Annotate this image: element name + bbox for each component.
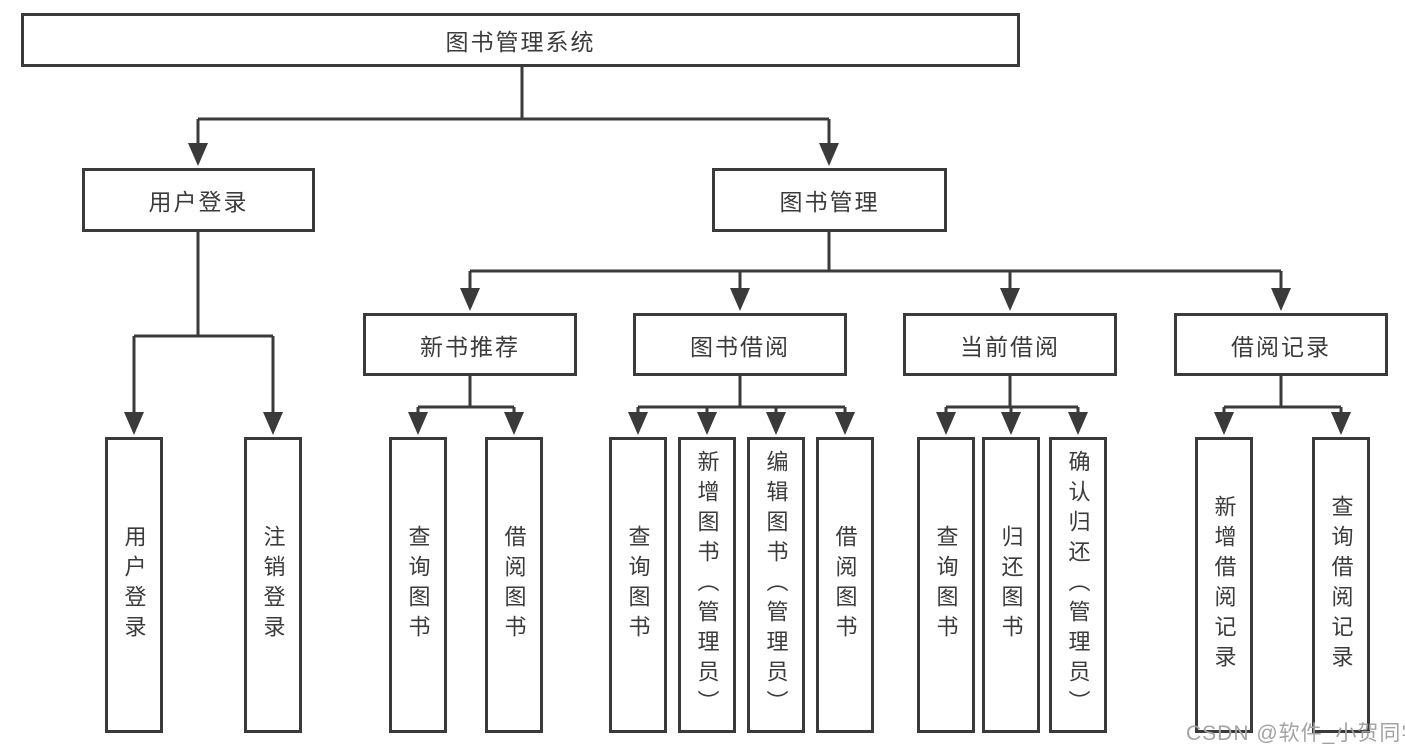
node-label: 确认归还（管理员） bbox=[1065, 450, 1091, 720]
node-user-login: 用户登录 bbox=[82, 168, 315, 232]
leaf-query-books-recommend: 查询图书 bbox=[389, 437, 447, 733]
leaf-query-books-borrow: 查询图书 bbox=[609, 437, 667, 733]
node-label: 用户登录 bbox=[121, 525, 147, 645]
leaf-borrow-books: 借阅图书 bbox=[816, 437, 874, 733]
leaf-query-books-current: 查询图书 bbox=[917, 437, 975, 733]
node-label: 新增图书（管理员） bbox=[694, 450, 720, 720]
leaf-edit-books-admin: 编辑图书（管理员） bbox=[747, 437, 805, 733]
node-book-borrow: 图书借阅 bbox=[633, 313, 847, 376]
leaf-add-books-admin: 新增图书（管理员） bbox=[678, 437, 736, 733]
leaf-logout: 注销登录 bbox=[244, 437, 302, 733]
node-label: 查询图书 bbox=[625, 525, 651, 645]
csdn-watermark: CSDN @软件_小贺同学 bbox=[1186, 722, 1405, 745]
node-label: 借阅图书 bbox=[501, 525, 527, 645]
leaf-borrow-books-recommend: 借阅图书 bbox=[485, 437, 543, 733]
node-borrow-record: 借阅记录 bbox=[1174, 313, 1388, 376]
arrowheads bbox=[124, 143, 1351, 435]
node-root-library-system: 图书管理系统 bbox=[21, 13, 1020, 67]
node-label: 借阅记录 bbox=[1231, 333, 1331, 360]
node-book-management: 图书管理 bbox=[712, 168, 947, 232]
leaf-query-borrow-record: 查询借阅记录 bbox=[1312, 437, 1370, 733]
node-label: 查询图书 bbox=[933, 525, 959, 645]
node-label: 编辑图书（管理员） bbox=[763, 450, 789, 720]
leaf-confirm-return-admin: 确认归还（管理员） bbox=[1049, 437, 1107, 733]
node-label: 用户登录 bbox=[148, 189, 249, 215]
node-label: 借阅图书 bbox=[832, 525, 858, 645]
node-label: 当前借阅 bbox=[960, 333, 1060, 360]
node-label: 查询图书 bbox=[405, 525, 431, 645]
node-label: 图书管理 bbox=[779, 189, 880, 215]
node-label: 新书推荐 bbox=[420, 333, 520, 360]
node-current-borrow: 当前借阅 bbox=[903, 313, 1117, 376]
node-label: 注销登录 bbox=[260, 525, 286, 645]
leaf-return-books: 归还图书 bbox=[982, 437, 1040, 733]
leaf-user-login: 用户登录 bbox=[105, 437, 163, 733]
node-label: 归还图书 bbox=[998, 525, 1024, 645]
node-label: 图书管理系统 bbox=[445, 29, 596, 55]
node-label: 新增借阅记录 bbox=[1211, 495, 1237, 675]
node-new-book-recommend: 新书推荐 bbox=[363, 313, 577, 376]
leaf-add-borrow-record: 新增借阅记录 bbox=[1195, 437, 1253, 733]
node-label: 图书借阅 bbox=[690, 333, 790, 360]
node-label: 查询借阅记录 bbox=[1328, 495, 1354, 675]
